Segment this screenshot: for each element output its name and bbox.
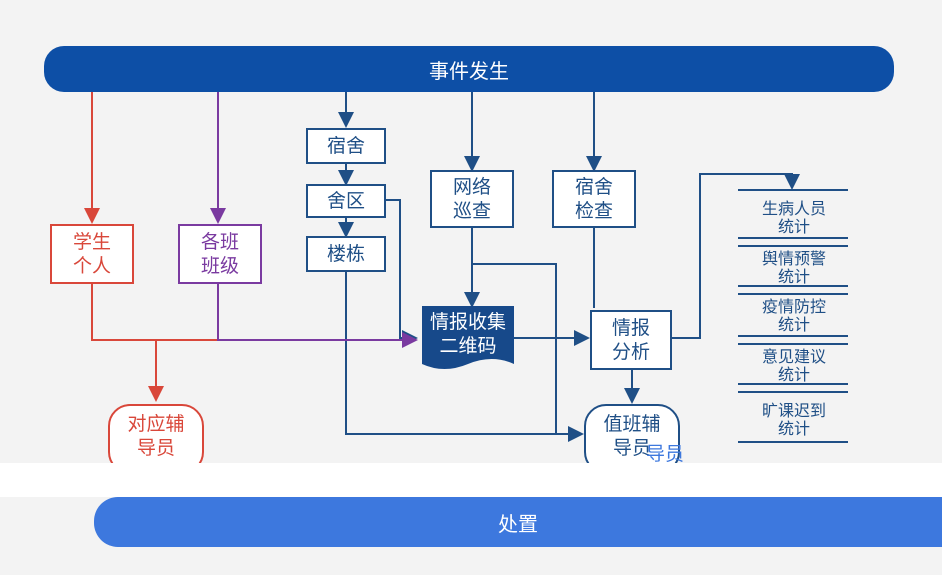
network-patrol-line1: 网络 — [452, 176, 491, 198]
student-individual-line1: 学生 — [72, 231, 111, 253]
event-occurs-bar: 事件发生 — [44, 46, 894, 92]
intel-collection-line1: 情报收集 — [429, 311, 506, 333]
stats-epidemic: 疫情防控 统计 — [740, 298, 848, 334]
stats-opinion-line2: 统计 — [777, 267, 810, 286]
dorm-check-line2: 检查 — [574, 200, 613, 222]
duty-counselor-line2: 导员 — [612, 437, 651, 459]
stats-suggestion-line1: 意见建议 — [761, 347, 826, 366]
dorm-label: 宿舍 — [326, 135, 365, 157]
duty-counselor-line1: 值班辅 — [603, 413, 661, 435]
intel-analysis-line1: 情报 — [611, 317, 650, 339]
counselor-box: 对应辅 导员 — [108, 404, 204, 474]
network-patrol-box: 网络 巡查 — [430, 170, 514, 228]
event-occurs-label: 事件发生 — [429, 58, 509, 83]
counselor-line2: 导员 — [136, 437, 175, 459]
disposal-label: 处置 — [498, 511, 538, 536]
stats-sick-line2: 统计 — [777, 217, 810, 236]
dorm-area-box: 舍区 — [306, 184, 386, 218]
stats-opinion: 舆情预警 统计 — [740, 250, 848, 286]
class-box: 各班 班级 — [178, 224, 262, 284]
counselor-line1: 对应辅 — [127, 413, 185, 435]
stats-sick-line1: 生病人员 — [761, 199, 826, 218]
stats-absence: 旷课迟到 统计 — [740, 402, 848, 438]
dorm-check-line1: 宿舍 — [574, 176, 613, 198]
overlay-band — [0, 463, 942, 497]
intel-collection-line2: 二维码 — [439, 335, 497, 357]
duty-counselor-overlap-text: 导员 — [620, 440, 710, 463]
stats-epidemic-line2: 统计 — [777, 315, 810, 334]
dorm-box: 宿舍 — [306, 128, 386, 164]
stats-suggestion-line2: 统计 — [777, 365, 810, 384]
stats-absence-line2: 统计 — [777, 419, 810, 438]
duty-counselor-suffix: 导员 — [645, 443, 684, 463]
duty-counselor-box: 值班辅 导员 — [584, 404, 680, 474]
class-line1: 各班 — [200, 231, 239, 253]
dorm-area-label: 舍区 — [326, 190, 365, 212]
student-individual-line2: 个人 — [72, 255, 111, 277]
intel-analysis-line2: 分析 — [611, 341, 650, 363]
stats-epidemic-line1: 疫情防控 — [761, 297, 826, 316]
stats-opinion-line1: 舆情预警 — [761, 249, 826, 268]
building-label: 楼栋 — [326, 243, 365, 265]
building-box: 楼栋 — [306, 236, 386, 272]
dorm-check-box: 宿舍 检查 — [552, 170, 636, 228]
stats-absence-line1: 旷课迟到 — [761, 401, 826, 420]
disposal-bar: 处置 — [94, 497, 942, 547]
intel-analysis-box: 情报 分析 — [590, 310, 672, 370]
stats-sick: 生病人员 统计 — [740, 200, 848, 236]
intel-collection-box: 情报收集 二维码 — [422, 308, 514, 360]
student-individual-box: 学生 个人 — [50, 224, 134, 284]
class-line2: 班级 — [200, 255, 239, 277]
network-patrol-line2: 巡查 — [452, 200, 491, 222]
stats-suggestion: 意见建议 统计 — [740, 348, 848, 384]
